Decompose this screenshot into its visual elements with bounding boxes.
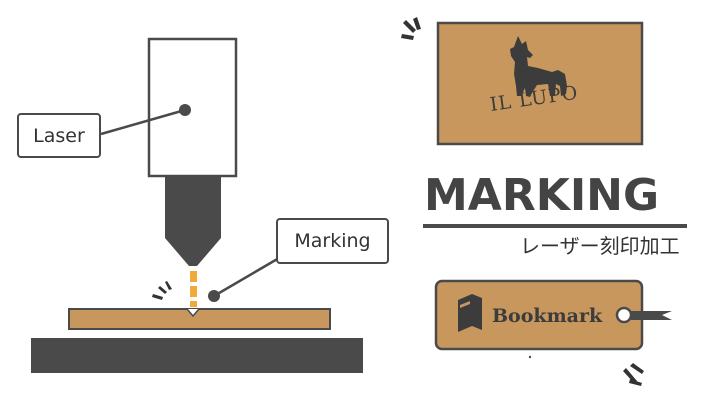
laser-label-text: Laser (33, 124, 85, 147)
tag-engraving-text: Bookmark (492, 305, 603, 327)
marking-label: Marking (276, 218, 389, 264)
laser-head-body (147, 37, 238, 178)
laser-label: Laser (17, 113, 101, 158)
workpiece-wood (68, 308, 331, 330)
tag-strap (631, 311, 672, 320)
laser-beam-2 (190, 286, 197, 297)
laser-beam-1 (190, 271, 197, 282)
marking-anchor-dot (208, 290, 220, 302)
sparkle-icon (152, 281, 172, 300)
book-icon (458, 294, 482, 332)
machine-base (31, 338, 363, 373)
tag-dot (528, 355, 532, 359)
sparkle-icon (623, 363, 644, 386)
engraved-groove (186, 308, 200, 318)
laser-nozzle (165, 176, 221, 266)
title-underline (423, 224, 687, 228)
wolf-icon (510, 36, 567, 97)
laser-beam-3 (190, 301, 197, 307)
page-title: MARKING (424, 170, 660, 221)
tag-eyelet (615, 306, 633, 324)
sparkle-icon (401, 17, 421, 40)
marking-label-text: Marking (294, 230, 371, 252)
page-subtitle: レーザー刻印加工 (520, 234, 680, 258)
marking-callout-line (213, 256, 280, 298)
laser-callout-line (100, 108, 186, 136)
